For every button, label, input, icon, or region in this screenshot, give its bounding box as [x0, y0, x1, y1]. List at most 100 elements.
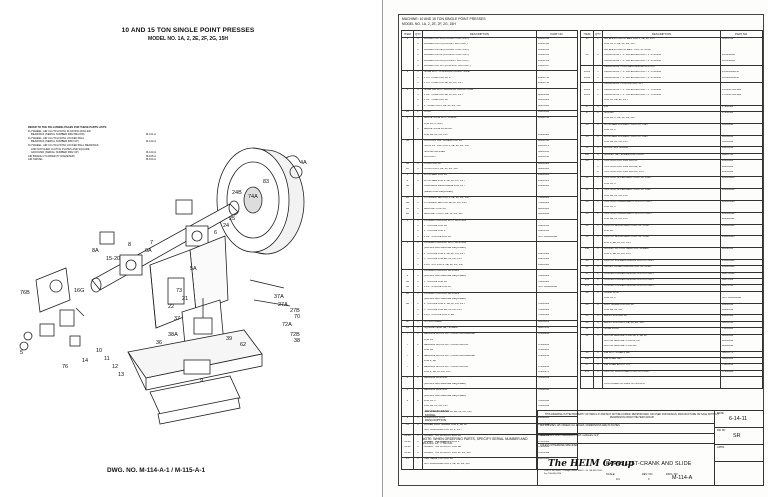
table-row: FOR 2E, 2F, 2G, 15H [580, 194, 763, 201]
cell-part [720, 117, 763, 124]
callout-label: 27A [278, 302, 288, 308]
cell-part: 30043050 [720, 321, 763, 329]
cell-part [720, 241, 763, 249]
cell-desc: NOT AVAILABLE FOR 2, 2E, 2F, 2G, 15H [422, 463, 537, 470]
col-item: ITEM [580, 30, 594, 38]
machine-line: MACHINE: 10 AND 15 TON SINGLE POINT PRES… [402, 17, 486, 21]
cell-part: 42000494 [720, 334, 763, 340]
cell-part [536, 241, 578, 248]
callout-label: 72A [282, 322, 292, 328]
cell-part: NOT AVAILABLE [720, 297, 763, 304]
cell-part: 10000540 [536, 37, 578, 44]
cell-item [580, 382, 594, 390]
cell-part: 71816166 [720, 363, 763, 371]
cell-part: 60000011 [536, 156, 578, 163]
cell-part [536, 190, 578, 197]
cell-part: 16801582 [536, 258, 578, 264]
callout-label: 25 [229, 216, 235, 222]
cell-part: 248009902 [720, 224, 763, 230]
col-part-no: PART NO. [720, 30, 763, 38]
table-row: FOR 1A, 2 ONLY [401, 122, 578, 129]
col-description: DESCRIPTION [602, 30, 721, 38]
table-row: NOT AVAILABLE FOR 1A, 2E, 2F, 2G, 15H [401, 410, 578, 418]
cell-part: 78000026 [536, 314, 578, 321]
cell-part [536, 219, 578, 225]
cell-part: PK0030600 [720, 54, 763, 60]
col-part-no: PART NO. [536, 30, 578, 38]
cell-part [536, 122, 578, 129]
callout-label: 37 [174, 316, 180, 322]
callout-label: 21 [182, 296, 188, 302]
table-row: FOR 1A, 2 [580, 129, 763, 136]
refer-item: GROOVED (SERIAL NUMBER 3802 UP)M-123-A [31, 151, 156, 155]
revision-description: DESCRIPTION [425, 417, 447, 422]
cell-part: 220009082 [720, 188, 763, 195]
sheet-title: PARTS LIST-CRANK AND SLIDE [606, 461, 692, 467]
callout-label: 11 [104, 356, 110, 362]
col-qty: QTY [593, 30, 603, 38]
cell-part: 96872502 [720, 278, 763, 286]
flywheel-drawing [216, 147, 305, 255]
cell-part [536, 88, 578, 94]
cell-part: PK0030300PM [720, 71, 763, 77]
cell-part [720, 382, 763, 390]
tolerance-cell: ALL FINISHES 125 / BREAK ALL EDGES / DIM… [538, 423, 714, 433]
table-row: FOR 1A, 2 [580, 182, 763, 190]
cell-part: 74000480 [536, 196, 578, 203]
table-row: FOR 2, 2E, 2F, 2G, 15H [580, 253, 763, 260]
small-parts-drawing [19, 279, 291, 351]
right-page-parts-list: MACHINE: 10 AND 15 TON SINGLE POINT PRES… [384, 0, 768, 497]
revision-model: MODEL [425, 413, 437, 418]
col-item: ITEM [401, 30, 414, 38]
callout-label: 12 [112, 364, 118, 370]
cell-part: 16801580 [536, 252, 578, 259]
callout-label: 83 [263, 179, 269, 185]
cell-part [536, 297, 578, 304]
cell-part: 10000557 [536, 64, 578, 72]
cell-part: 78000020 [536, 275, 578, 281]
ordering-note: NOTE: WHEN ORDERING PARTS, SPECIFY SERIA… [422, 437, 528, 446]
callout-label: 8 [128, 242, 131, 248]
cell-part: 60001600 [536, 104, 578, 112]
company-address: 2000 N. 5th Street - Chicago, Illinois 6… [544, 470, 603, 475]
cell-part: 19001692 [536, 110, 578, 118]
cell-part: 14000005 [536, 179, 578, 186]
cell-part: 66000490 [536, 213, 578, 220]
cell-part: 96872700 [720, 284, 763, 292]
table-row: FOR 1A [401, 338, 578, 345]
cell-part: 71063060 [720, 327, 763, 335]
cell-part [720, 48, 763, 55]
callout-label: 73 [176, 288, 182, 294]
model-numbers: MODEL NO. 1A, 2, 2E, 2F, 2G, 15H [148, 36, 228, 42]
scale-label: SCALE: [606, 473, 616, 476]
callout-label: 6 [214, 230, 217, 236]
callout-label: 70 [294, 314, 300, 320]
